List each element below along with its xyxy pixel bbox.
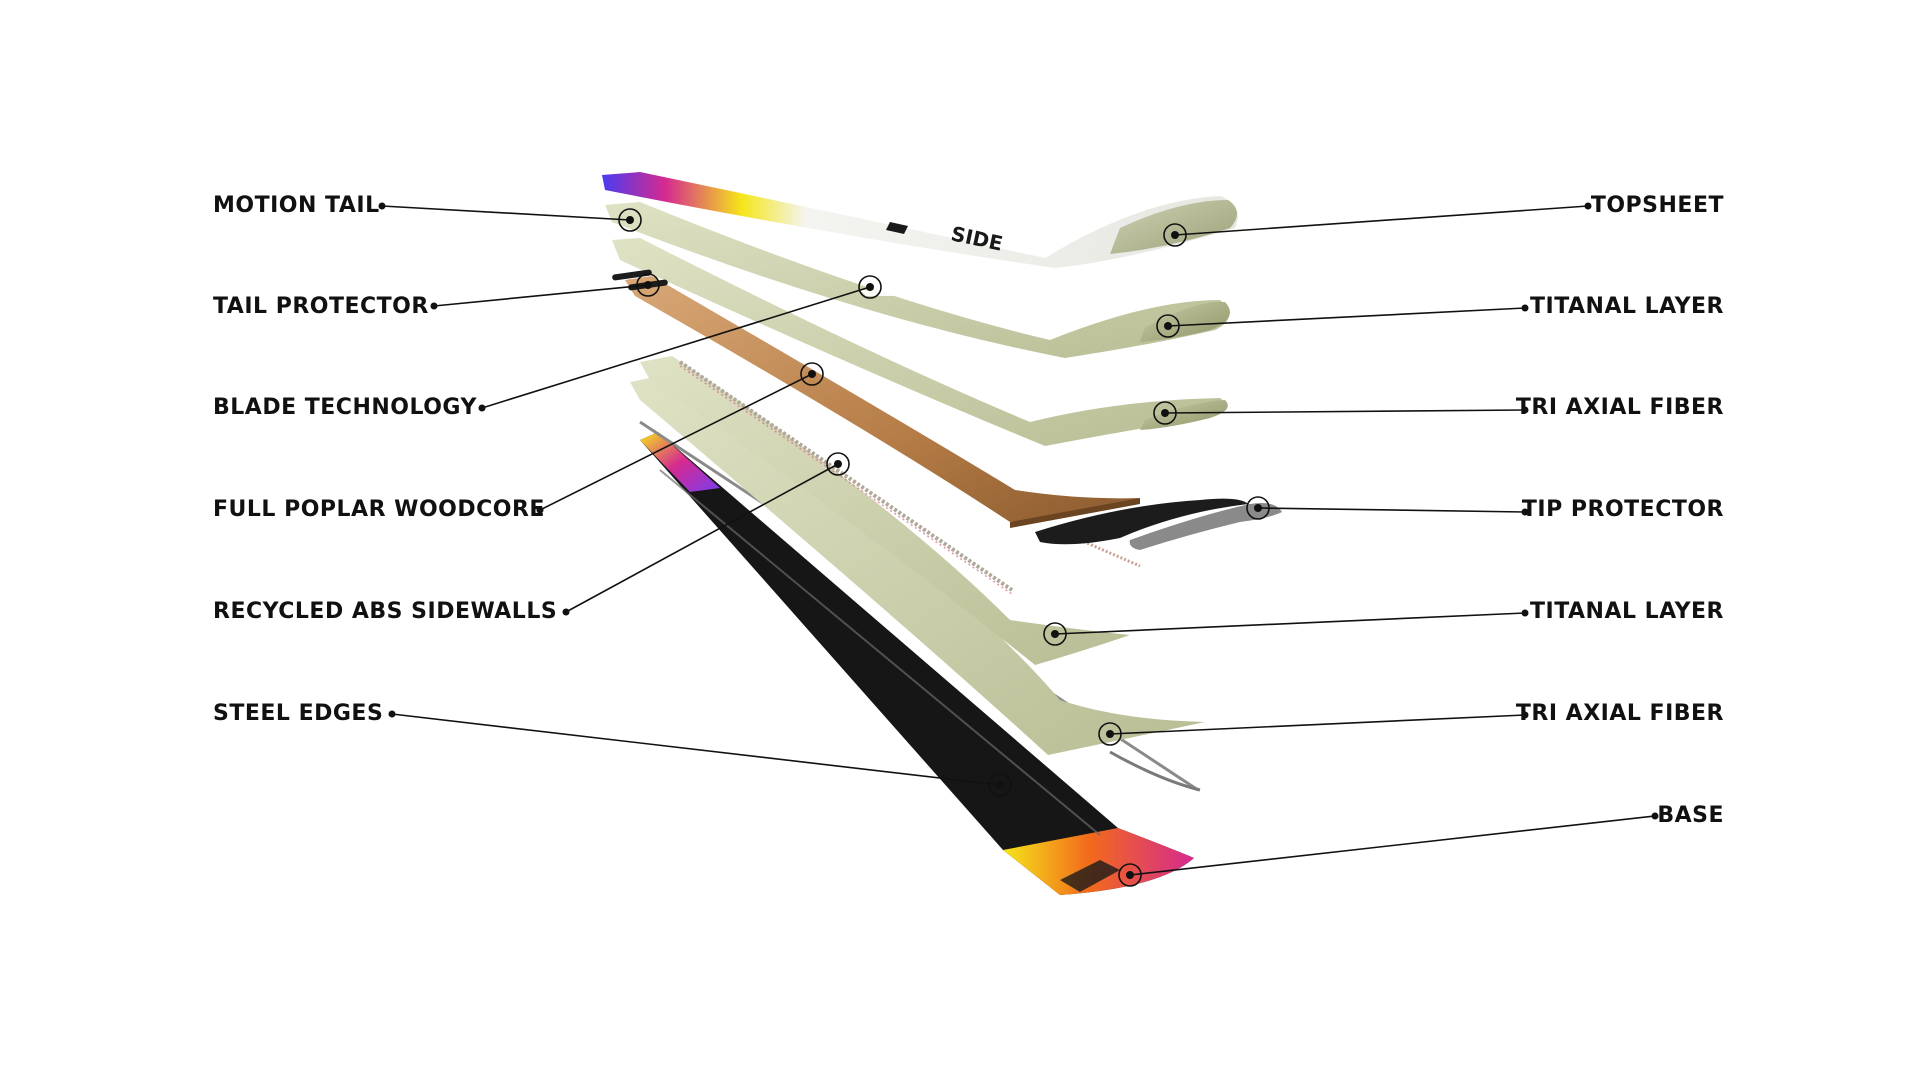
label-base: BASE [1657, 803, 1724, 828]
titanal-layer-lower [640, 356, 1130, 665]
label-tail-protector: TAIL PROTECTOR [213, 294, 429, 319]
tri-axial-fiber-upper [612, 238, 1228, 446]
label-tri-axial-fiber-upper: TRI AXIAL FIBER [1515, 395, 1724, 420]
marker-titanal-lower [1043, 622, 1067, 646]
marker-woodcore [800, 362, 824, 386]
label-titanal-layer-lower: TITANAL LAYER [1530, 599, 1724, 624]
marker-base [1118, 863, 1142, 887]
marker-tri-axial-upper [1153, 401, 1177, 425]
abs-sidewall-strip [678, 360, 1014, 595]
marker-blade-technology [858, 275, 882, 299]
label-tip-protector: TIP PROTECTOR [1521, 497, 1724, 522]
tip-protector [1035, 498, 1282, 550]
marker-tail-protector [636, 273, 660, 297]
marker-topsheet [1163, 223, 1187, 247]
label-steel-edges: STEEL EDGES [213, 701, 384, 726]
label-titanal-layer-upper: TITANAL LAYER [1530, 294, 1724, 319]
label-dots [378, 202, 1659, 820]
marker-motion-tail [618, 208, 642, 232]
marker-tip-protector [1246, 496, 1270, 520]
poplar-woodcore [625, 276, 1141, 568]
label-topsheet: TOPSHEET [1590, 193, 1724, 218]
leader-lines [381, 205, 1656, 876]
callout-markers [618, 208, 1270, 887]
marker-titanal-upper [1156, 314, 1180, 338]
marker-steel-edges [988, 773, 1012, 797]
label-recycled-abs-sidewalls: RECYCLED ABS SIDEWALLS [213, 599, 558, 624]
label-motion-tail: MOTION TAIL [213, 193, 380, 218]
base-layer [640, 432, 1194, 895]
marker-tri-axial-lower [1098, 722, 1122, 746]
label-blade-technology: BLADE TECHNOLOGY [213, 395, 477, 420]
marker-abs-sidewalls [826, 452, 850, 476]
label-full-poplar-woodcore: FULL POPLAR WOODCORE [213, 497, 545, 522]
label-tri-axial-fiber-lower: TRI AXIAL FIBER [1515, 701, 1724, 726]
